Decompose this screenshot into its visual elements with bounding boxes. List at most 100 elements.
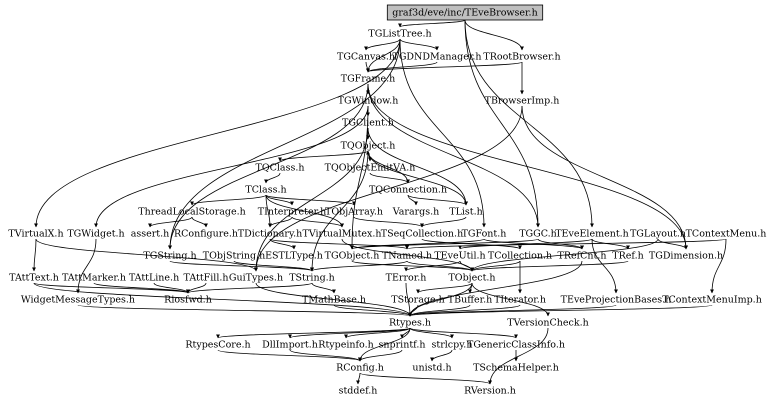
node-Riosfwd[interactable]: Riosfwd.h bbox=[164, 295, 212, 306]
node-DllImport[interactable]: DllImport.h bbox=[262, 340, 318, 351]
node-label: TRootBrowser.h bbox=[483, 52, 560, 63]
node-TObject[interactable]: TObject.h bbox=[448, 273, 495, 284]
node-TGDNDManager[interactable]: TGDNDManager.h bbox=[393, 52, 482, 63]
node-TQObject[interactable]: TQObject.h bbox=[341, 141, 396, 152]
node-TIterator[interactable]: TIterator.h bbox=[494, 295, 546, 306]
node-TGWidget[interactable]: TGWidget.h bbox=[67, 229, 124, 240]
edge-TGListTree-to-TVirtualX bbox=[34, 38, 401, 228]
node-TRefCnt[interactable]: TRefCnt.h bbox=[558, 251, 607, 262]
node-TObjString[interactable]: TObjString.h bbox=[203, 251, 265, 262]
node-TAttLine[interactable]: TAttLine.h bbox=[129, 273, 179, 284]
node-TVirtualX[interactable]: TVirtualX.h bbox=[8, 229, 63, 240]
node-label: TGObject.h bbox=[325, 251, 380, 262]
node-TGenericClassInfo[interactable]: TGenericClassInfo.h bbox=[467, 340, 565, 351]
edge-RConfig-to-stddef bbox=[356, 372, 361, 385]
node-assert[interactable]: assert.h bbox=[131, 229, 170, 240]
edge-TString-to-TMathBase bbox=[311, 282, 336, 294]
edge-TClass-to-TObjArray bbox=[265, 194, 356, 206]
node-TGString[interactable]: TGString.h bbox=[143, 251, 196, 262]
node-strlcpy[interactable]: strlcpy.h bbox=[432, 340, 473, 351]
node-TGLayout[interactable]: TGLayout.h bbox=[630, 229, 686, 240]
edge-TContextMenuImp-to-Rtypes bbox=[408, 304, 713, 317]
node-TQClass[interactable]: TQClass.h bbox=[256, 163, 305, 174]
node-ThreadLocalStorage[interactable]: ThreadLocalStorage.h bbox=[138, 207, 246, 218]
edge-TEveElement-to-TRef bbox=[591, 238, 630, 250]
node-TBrowserImp[interactable]: TBrowserImp.h bbox=[485, 96, 560, 107]
node-TMathBase[interactable]: TMathBase.h bbox=[302, 295, 366, 306]
edge-TObject-to-TStorage bbox=[416, 282, 473, 294]
node-TAttText[interactable]: TAttText.h bbox=[9, 273, 59, 284]
node-TGDimension[interactable]: TGDimension.h bbox=[649, 251, 723, 262]
node-TSchemaHelper[interactable]: TSchemaHelper.h bbox=[473, 363, 559, 374]
node-TAttFill[interactable]: TAttFill.h bbox=[184, 273, 229, 284]
edge-root-to-TRootBrowser bbox=[464, 19, 524, 51]
node-stddef[interactable]: stddef.h bbox=[339, 386, 378, 397]
node-TContextMenu[interactable]: TContextMenu.h bbox=[686, 229, 767, 240]
node-Rtypes[interactable]: Rtypes.h bbox=[389, 318, 431, 329]
node-TEveElement[interactable]: TEveElement.h bbox=[555, 229, 629, 240]
edge-TObject-to-Rtypes bbox=[408, 282, 473, 317]
node-label: TQClass.h bbox=[256, 163, 305, 174]
node-ESTLType[interactable]: ESTLType.h bbox=[265, 251, 323, 262]
node-TNamed[interactable]: TNamed.h bbox=[382, 251, 432, 262]
node-TGCanvas[interactable]: TGCanvas.h bbox=[337, 52, 395, 63]
node-TEveUtil[interactable]: TEveUtil.h bbox=[434, 251, 485, 262]
node-RConfig[interactable]: RConfig.h bbox=[336, 363, 384, 374]
node-label: TString.h bbox=[289, 273, 335, 284]
node-TVersionCheck[interactable]: TVersionCheck.h bbox=[507, 318, 588, 329]
node-label: TList.h bbox=[449, 207, 483, 218]
edge-TAttText-to-Riosfwd bbox=[33, 282, 190, 294]
node-label: TBuffer.h bbox=[448, 295, 492, 306]
node-TQConnection[interactable]: TQConnection.h bbox=[369, 185, 447, 196]
node-snprintf[interactable]: snprintf.h bbox=[379, 340, 426, 351]
node-TStorage[interactable]: TStorage.h bbox=[391, 295, 444, 306]
node-TClass[interactable]: TClass.h bbox=[245, 185, 286, 196]
edge-TObjArray-to-TSeqCollection bbox=[353, 216, 424, 228]
node-Rtypeinfo[interactable]: Rtypeinfo.h bbox=[318, 340, 373, 351]
node-label: TAttMarker.h bbox=[62, 273, 126, 284]
node-label: TAttText.h bbox=[9, 273, 59, 284]
edge-TGFrame-to-TGString bbox=[168, 83, 369, 250]
node-RVersion[interactable]: RVersion.h bbox=[464, 386, 516, 397]
node-TAttMarker[interactable]: TAttMarker.h bbox=[62, 273, 126, 284]
edge-TBrowserImp-to-TGDimension bbox=[521, 105, 688, 250]
node-TGObject[interactable]: TGObject.h bbox=[325, 251, 380, 262]
node-TEveProjectionBases[interactable]: TEveProjectionBases.h bbox=[561, 295, 672, 306]
edge-ThreadLocalStorage-to-RConfigure bbox=[191, 216, 208, 228]
node-GuiTypes[interactable]: GuiTypes.h bbox=[229, 273, 283, 284]
node-TRef[interactable]: TRef.h bbox=[612, 251, 643, 262]
node-TVirtualMutex[interactable]: TVirtualMutex.h bbox=[302, 229, 381, 240]
edge-TGListTree-to-TGFrame bbox=[366, 38, 401, 73]
node-label: TVirtualMutex.h bbox=[302, 229, 381, 240]
edge-TBrowserImp-to-GuiTypes bbox=[254, 105, 523, 272]
node-TGFrame[interactable]: TGFrame.h bbox=[341, 74, 396, 85]
node-TSeqCollection[interactable]: TSeqCollection.h bbox=[381, 229, 463, 240]
edge-TRef-to-TObject bbox=[470, 260, 629, 272]
node-WidgetMessageTypes[interactable]: WidgetMessageTypes.h bbox=[21, 295, 135, 306]
node-root[interactable]: graf3d/eve/inc/TEveBrowser.h bbox=[386, 4, 544, 21]
node-RtypesCore[interactable]: RtypesCore.h bbox=[185, 340, 250, 351]
node-TGFont[interactable]: TGFont.h bbox=[462, 229, 507, 240]
node-TRootBrowser[interactable]: TRootBrowser.h bbox=[483, 52, 560, 63]
node-Varargs[interactable]: Varargs.h bbox=[392, 207, 440, 218]
edge-TQClass-to-TClass bbox=[264, 172, 281, 184]
node-TGWindow[interactable]: TGWindow.h bbox=[338, 96, 399, 107]
node-TObjArray[interactable]: TObjArray.h bbox=[325, 207, 383, 218]
node-TDictionary[interactable]: TDictionary.h bbox=[238, 229, 302, 240]
node-TString[interactable]: TString.h bbox=[289, 273, 335, 284]
node-TContextMenuImp[interactable]: TContextMenuImp.h bbox=[662, 295, 762, 306]
node-TList[interactable]: TList.h bbox=[449, 207, 483, 218]
node-TCollection[interactable]: TCollection.h bbox=[488, 251, 552, 262]
node-TGClient[interactable]: TGClient.h bbox=[342, 118, 394, 129]
node-TBuffer[interactable]: TBuffer.h bbox=[448, 295, 492, 306]
node-TGGC[interactable]: TGGC.h bbox=[519, 229, 557, 240]
node-TError[interactable]: TError.h bbox=[386, 273, 427, 284]
node-TInterpreter[interactable]: TInterpreter.h bbox=[258, 207, 327, 218]
node-RConfigure[interactable]: RConfigure.h bbox=[174, 229, 238, 240]
node-label: TRef.h bbox=[612, 251, 643, 262]
node-unistd[interactable]: unistd.h bbox=[412, 363, 451, 374]
node-TQObjectEmitVA[interactable]: TQObjectEmitVA.h bbox=[325, 163, 416, 174]
edge-TGObject-to-TObject bbox=[351, 260, 474, 272]
node-TGListTree[interactable]: TGListTree.h bbox=[368, 29, 431, 40]
